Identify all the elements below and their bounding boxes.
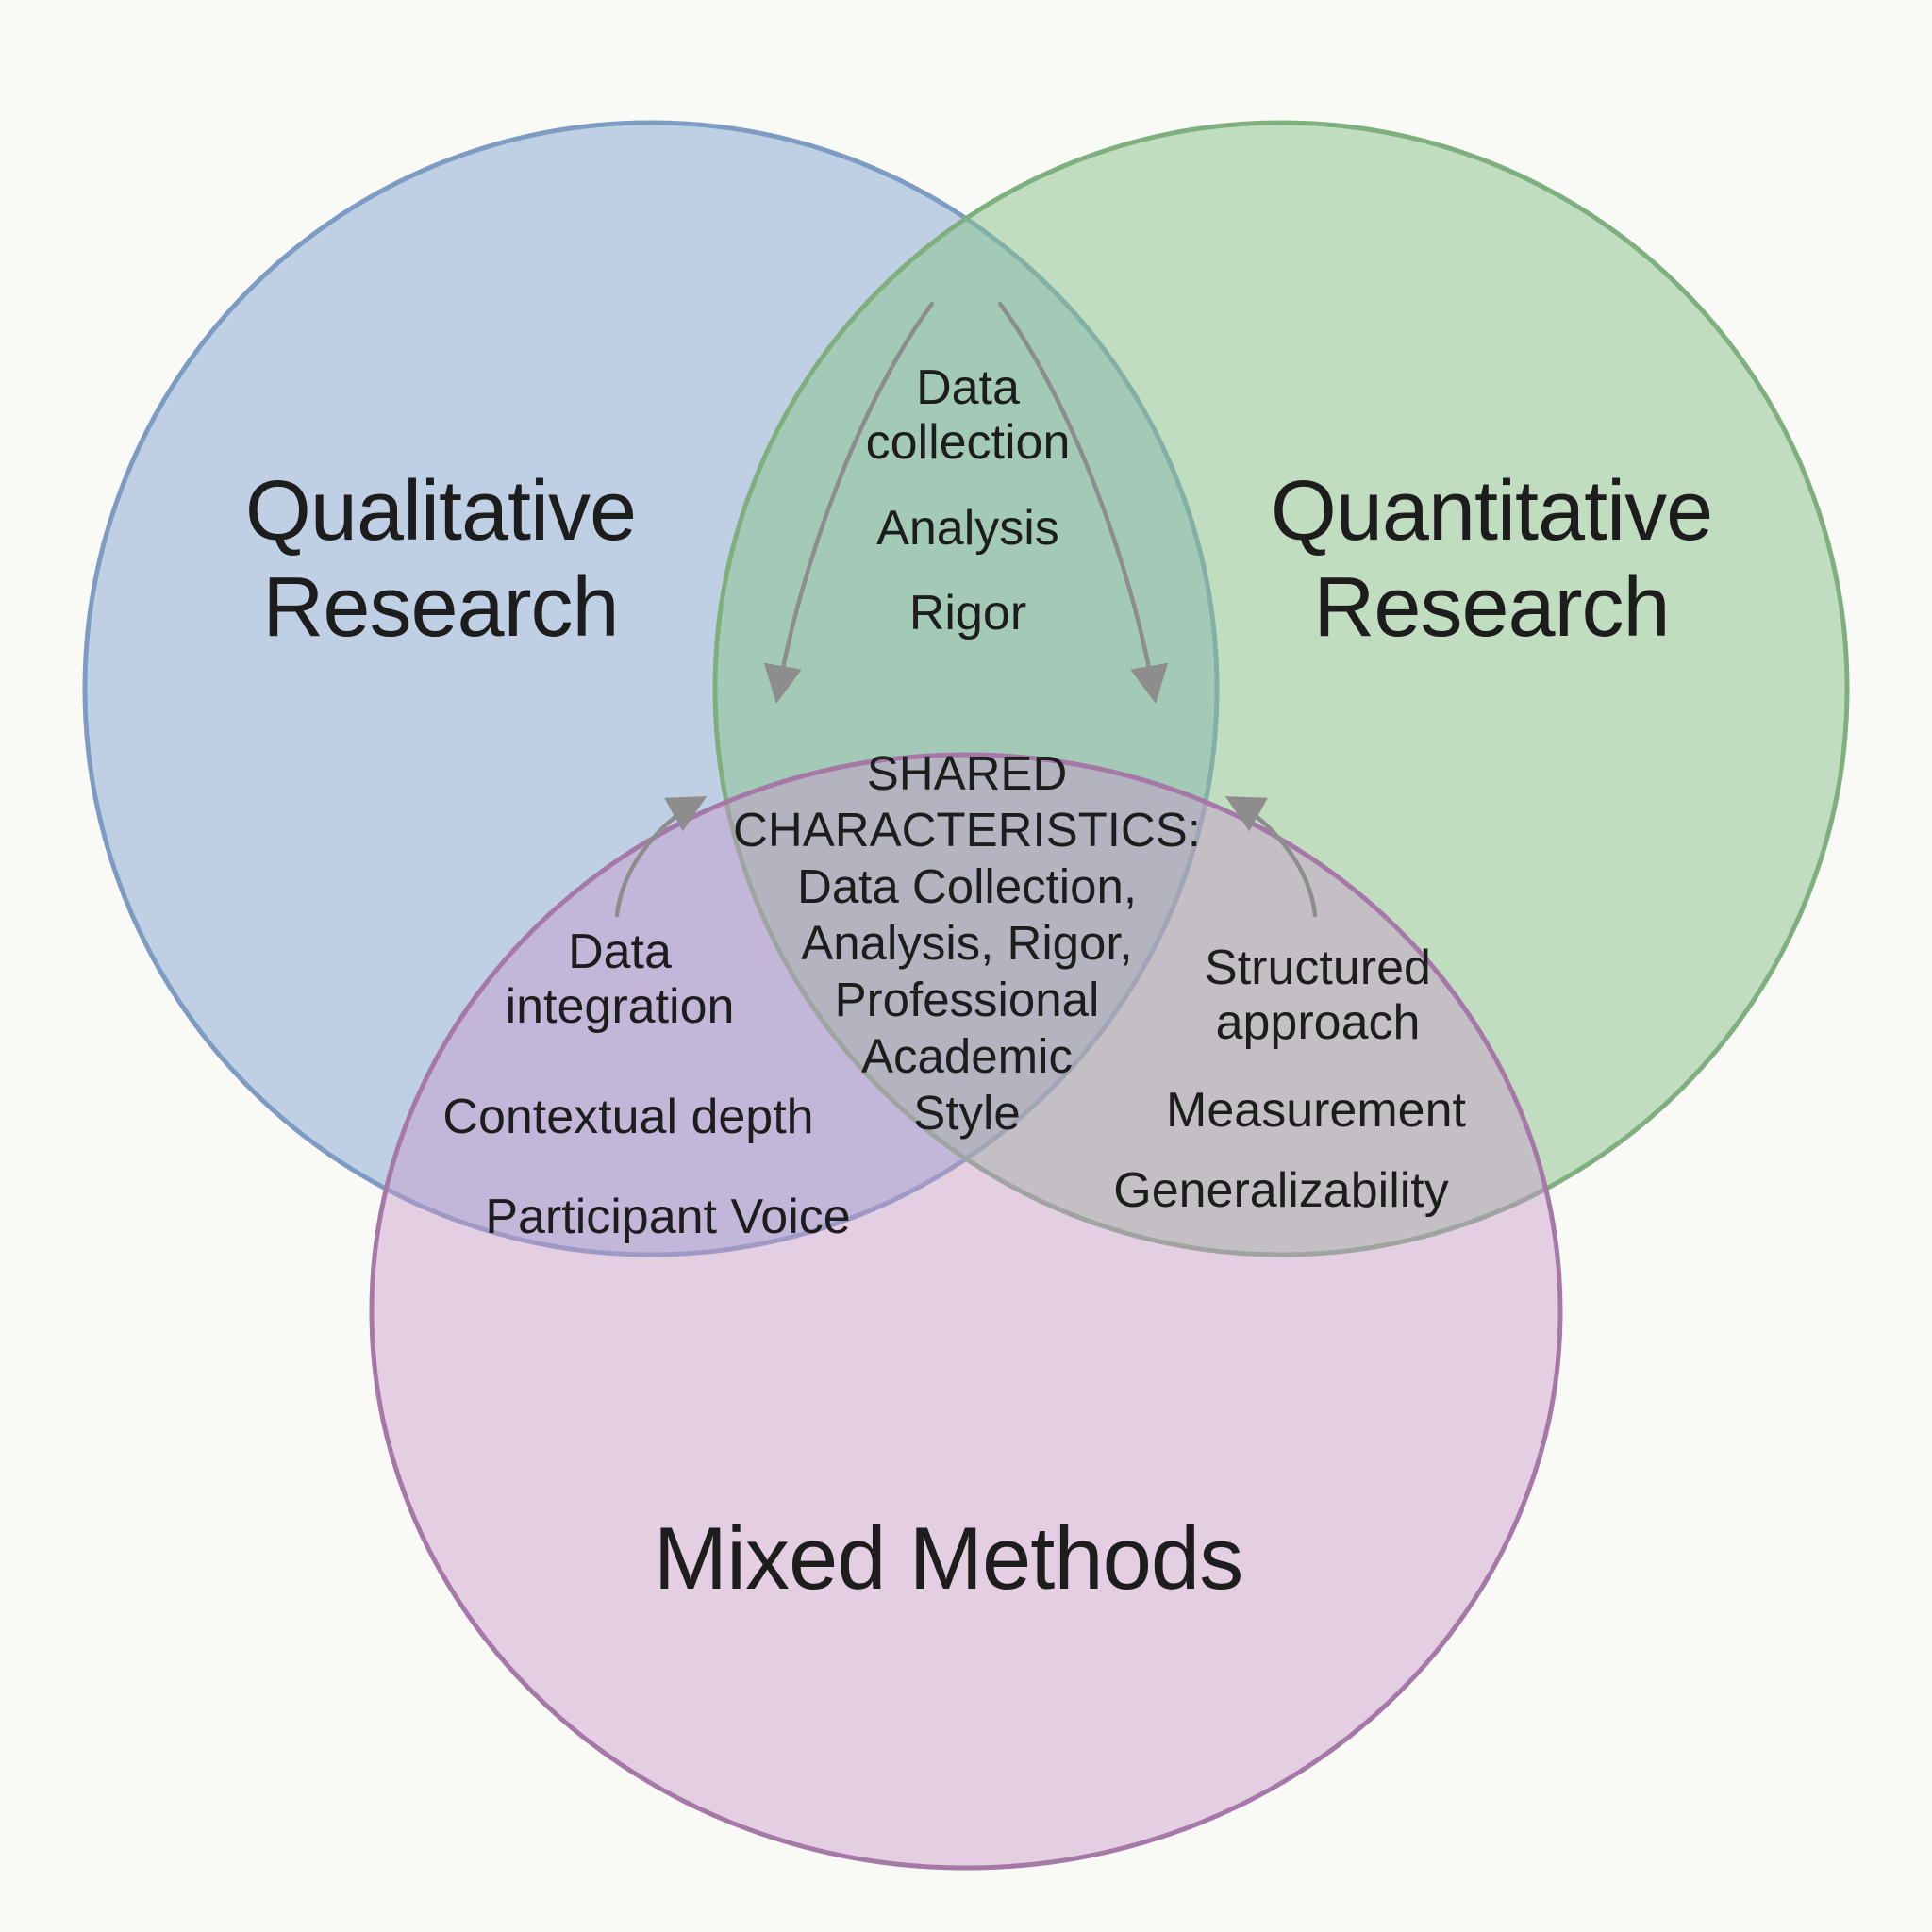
arrow-top-overlap-to-center-left-icon [763,301,935,704]
region-item-structured-approach: Structured approach [1205,941,1431,1050]
mixed-methods-label: Mixed Methods [653,1508,1243,1607]
region-item-rigor: Rigor [908,586,1027,641]
shared-characteristics-block: SHARED CHARACTERISTICS: Data Collection,… [733,745,1201,1141]
region-item-measurement: Measurement [1166,1083,1466,1138]
region-item-analysis: Analysis [876,501,1059,556]
shared-line: Style [913,1086,1021,1140]
qualitative-research-label: Qualitative Research [244,464,637,655]
shared-line: Data Collection, [796,859,1138,913]
region-item-data-integration: Data integration [505,924,735,1034]
arrow-left-overlap-to-center-icon [614,796,708,918]
shared-line: Analysis, Rigor, [801,916,1133,970]
region-item-contextual-depth: Contextual depth [442,1090,814,1144]
mixed-methods-circle [369,752,1563,1871]
arrow-top-overlap-to-center-right-icon [997,301,1169,704]
region-item-participant-voice: Participant Voice [485,1190,851,1244]
region-item-generalizability: Generalizability [1113,1163,1449,1218]
shared-line: CHARACTERISTICS: [733,803,1201,857]
quantitative-research-label: Quantitative Research [1270,464,1713,655]
shared-line: Academic [861,1029,1073,1083]
quantitative-circle [712,120,1850,1257]
shared-line: Professional [834,973,1100,1026]
shared-line: SHARED [866,746,1068,800]
arrow-right-overlap-to-center-icon [1224,796,1318,918]
region-item-data-collection: Data collection [865,360,1071,470]
